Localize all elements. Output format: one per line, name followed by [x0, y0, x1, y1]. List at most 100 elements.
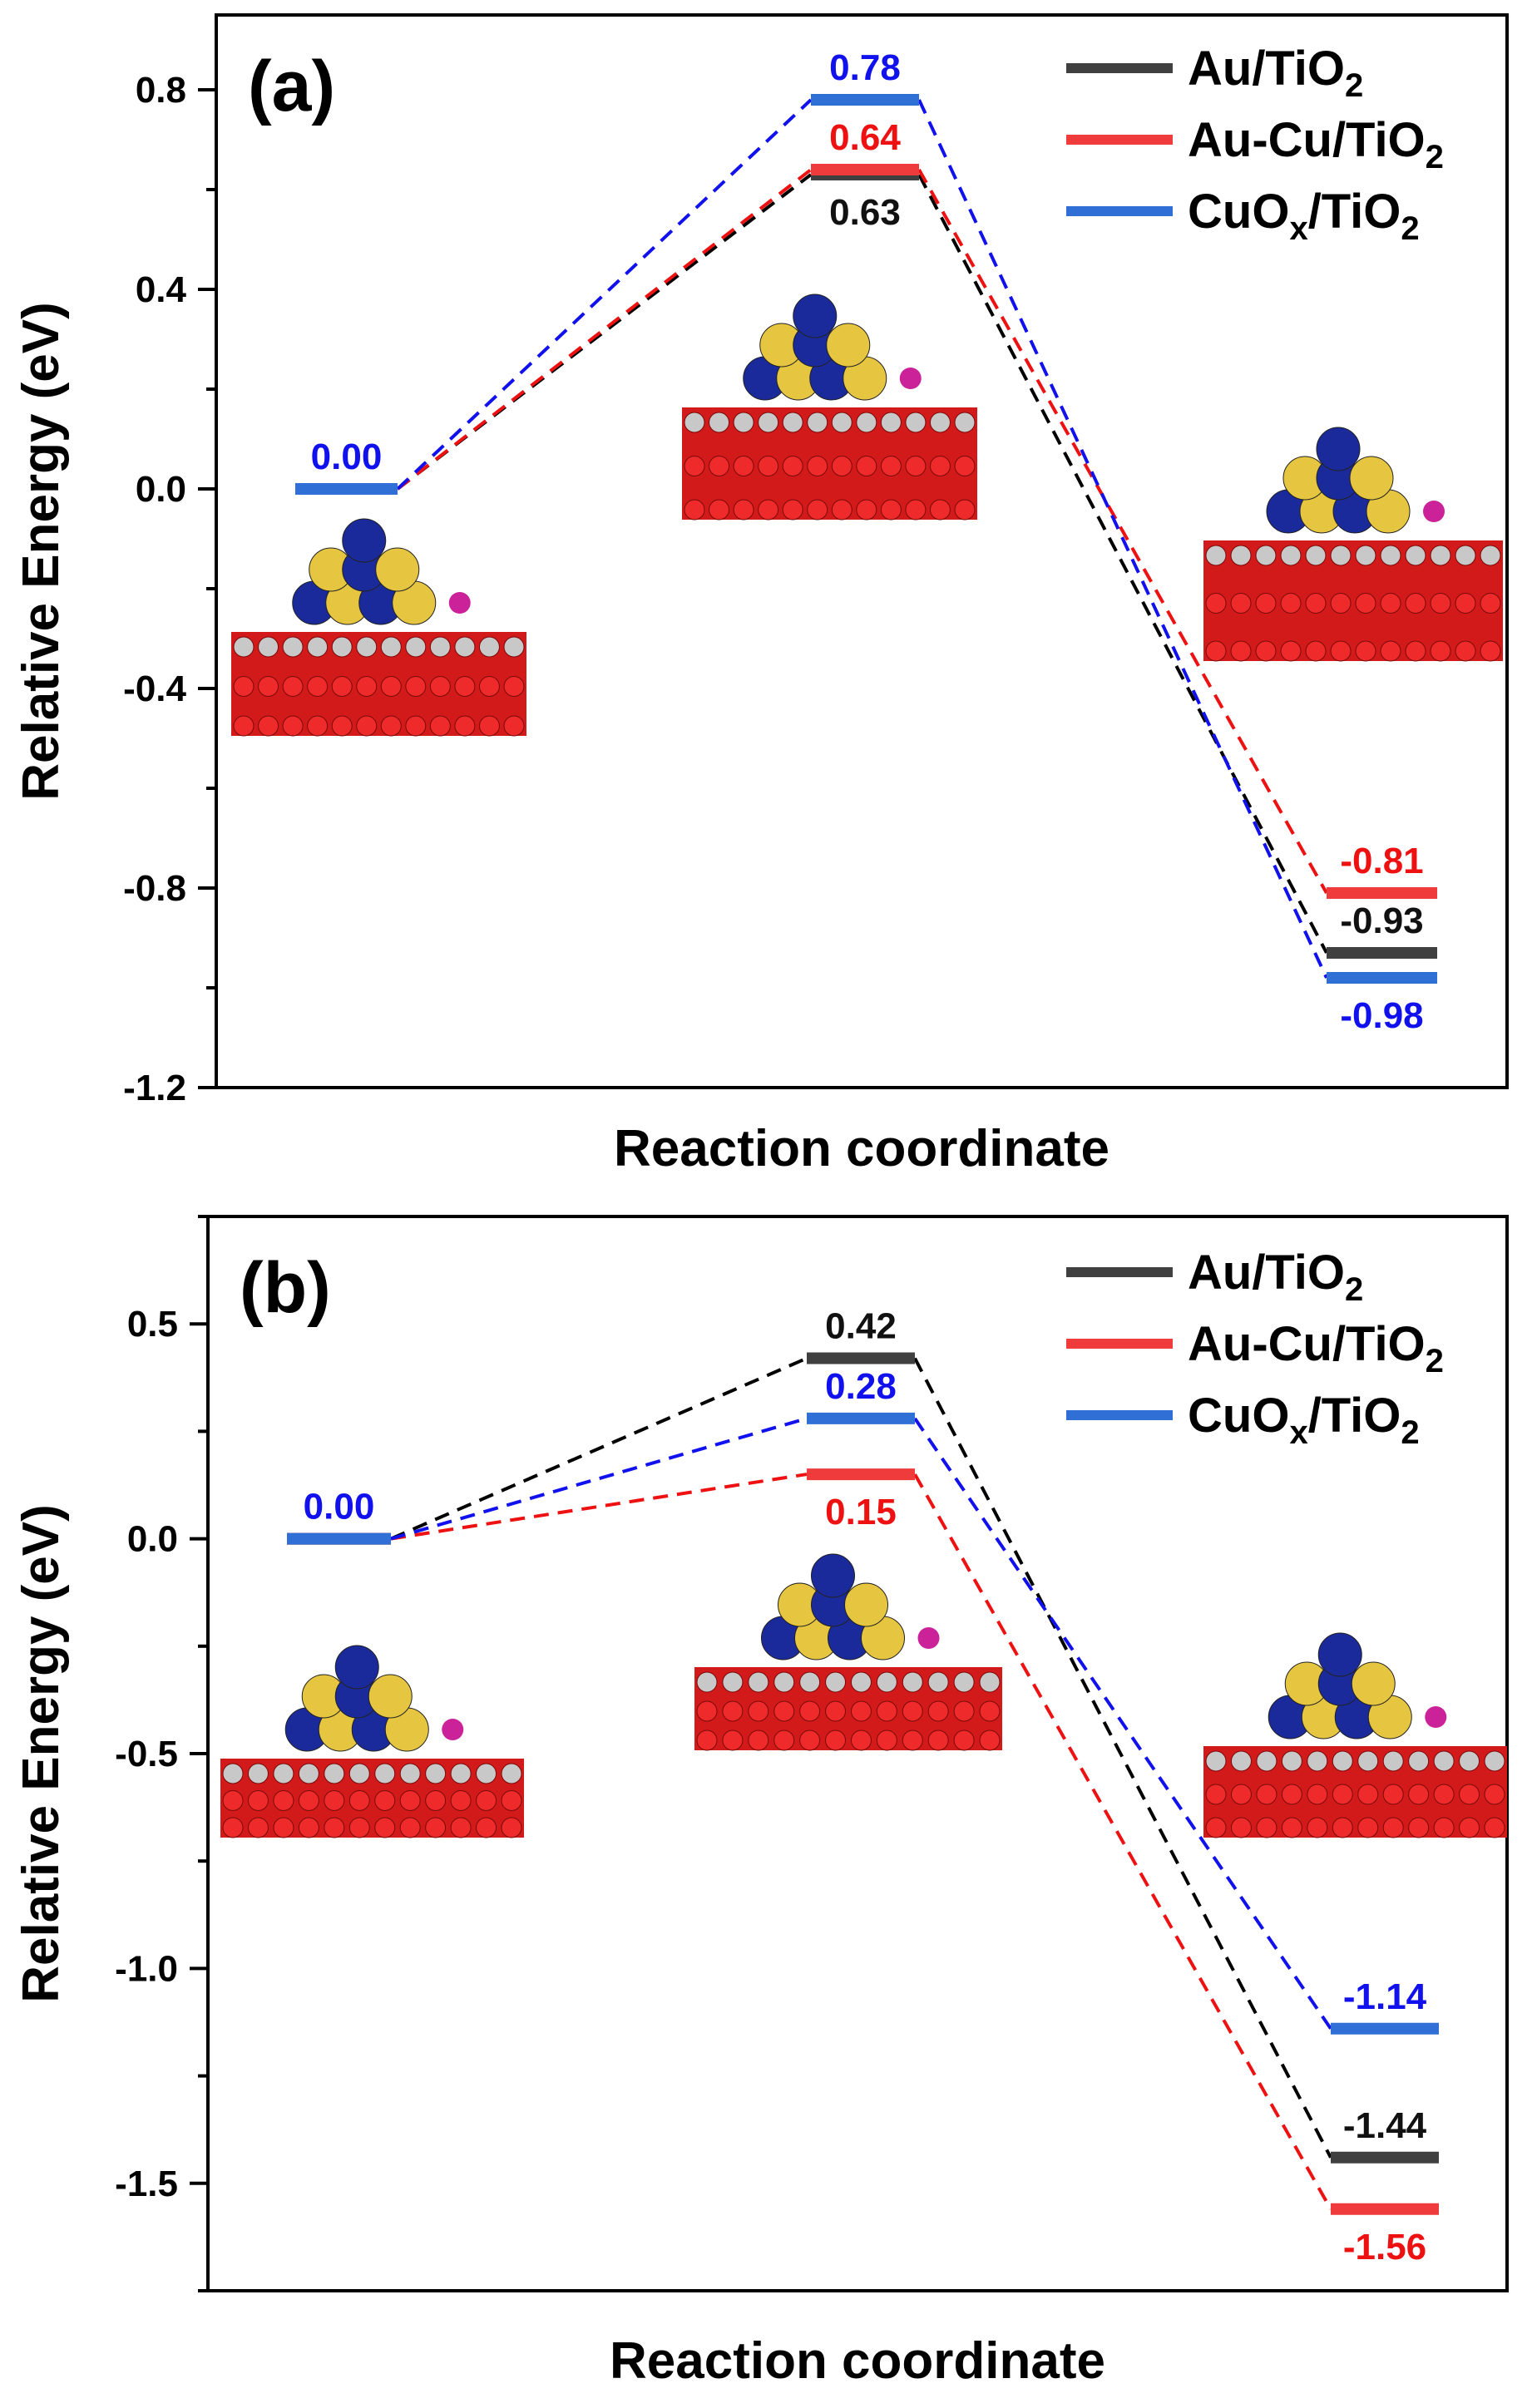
atom — [1255, 640, 1277, 662]
atom — [273, 1763, 294, 1784]
structure-image — [220, 1645, 524, 1838]
oxide-slab — [682, 407, 977, 520]
atom — [478, 636, 500, 658]
panel-label: (a) — [248, 47, 335, 126]
atom — [831, 456, 852, 476]
cluster-atom — [826, 323, 871, 368]
atom — [684, 499, 705, 521]
atom — [501, 1817, 522, 1838]
structure-image — [682, 294, 977, 521]
cluster-atom — [334, 1645, 379, 1690]
atom — [380, 676, 402, 697]
y-tick-label: 0.0 — [136, 469, 186, 510]
atom — [758, 499, 779, 521]
atom — [825, 1730, 847, 1751]
atom — [247, 1790, 269, 1811]
atom — [1408, 1750, 1430, 1772]
atom — [282, 715, 304, 737]
atom — [825, 1700, 847, 1722]
atom — [1484, 1817, 1505, 1838]
atom — [298, 1763, 319, 1784]
atom — [1380, 640, 1401, 662]
atom — [405, 636, 427, 658]
atom — [709, 456, 730, 476]
atom — [905, 412, 927, 433]
atom — [733, 412, 754, 433]
atom — [1380, 593, 1401, 614]
atom — [454, 715, 476, 737]
atom — [399, 1790, 421, 1811]
atom — [476, 1790, 497, 1811]
atom — [856, 456, 877, 476]
atom — [799, 1671, 821, 1693]
atom — [1307, 1750, 1328, 1772]
atom — [748, 1671, 769, 1693]
atom — [709, 412, 730, 433]
atom — [501, 1763, 522, 1784]
adsorbate-atom — [917, 1627, 940, 1649]
atom — [1281, 1750, 1302, 1772]
atom — [1459, 1784, 1480, 1805]
atom — [876, 1700, 897, 1722]
level-value-label: 0.15 — [825, 1492, 897, 1532]
y-tick-label: -0.8 — [123, 868, 186, 909]
level-value-label: -0.93 — [1340, 901, 1423, 941]
legend-label: Au-Cu/TiO2 — [1188, 113, 1444, 175]
atom — [807, 412, 828, 433]
y-tick-label: -1.5 — [115, 2164, 178, 2204]
atom — [1305, 593, 1327, 614]
atom — [880, 456, 902, 476]
atom — [929, 412, 951, 433]
atom — [356, 676, 378, 697]
atom — [1405, 545, 1426, 566]
atom — [856, 412, 877, 433]
atom — [1230, 1817, 1252, 1838]
level-value-label: 0.78 — [829, 47, 901, 88]
atom — [684, 412, 705, 433]
cluster-atom — [844, 1582, 888, 1627]
legend-label: Au-Cu/TiO2 — [1188, 1317, 1444, 1379]
oxide-slab — [1203, 540, 1503, 661]
atom — [825, 1671, 847, 1693]
level-value-label: 0.42 — [825, 1306, 897, 1347]
atom — [399, 1817, 421, 1838]
atom — [850, 1671, 872, 1693]
level-value-label: 0.64 — [829, 117, 901, 158]
atom — [953, 1700, 975, 1722]
atom — [902, 1700, 923, 1722]
atom — [258, 636, 279, 658]
level-value-label: -0.81 — [1340, 841, 1423, 881]
atom — [1355, 545, 1376, 566]
atom — [501, 1790, 522, 1811]
atom — [282, 636, 304, 658]
atom — [927, 1700, 949, 1722]
atom — [807, 499, 828, 521]
atom — [856, 499, 877, 521]
atom — [233, 636, 255, 658]
atom — [429, 636, 451, 658]
atom — [1405, 593, 1426, 614]
atom — [380, 636, 402, 658]
atom — [1357, 1784, 1379, 1805]
atom — [503, 676, 525, 697]
atom — [356, 715, 378, 737]
atom — [709, 499, 730, 521]
atom — [1230, 1784, 1252, 1805]
atom — [1430, 545, 1451, 566]
atom — [979, 1700, 1001, 1722]
structure-image — [231, 518, 526, 737]
atom — [1480, 640, 1501, 662]
cluster-atom — [811, 1553, 855, 1598]
atom — [233, 676, 255, 697]
atom — [1281, 1784, 1302, 1805]
atom — [454, 636, 476, 658]
atom — [1205, 640, 1227, 662]
atom — [454, 676, 476, 697]
atom — [503, 715, 525, 737]
atom — [331, 636, 353, 658]
connector-CuOx/TiO2 — [917, 99, 1328, 979]
atom — [1205, 545, 1227, 566]
atom — [450, 1790, 472, 1811]
